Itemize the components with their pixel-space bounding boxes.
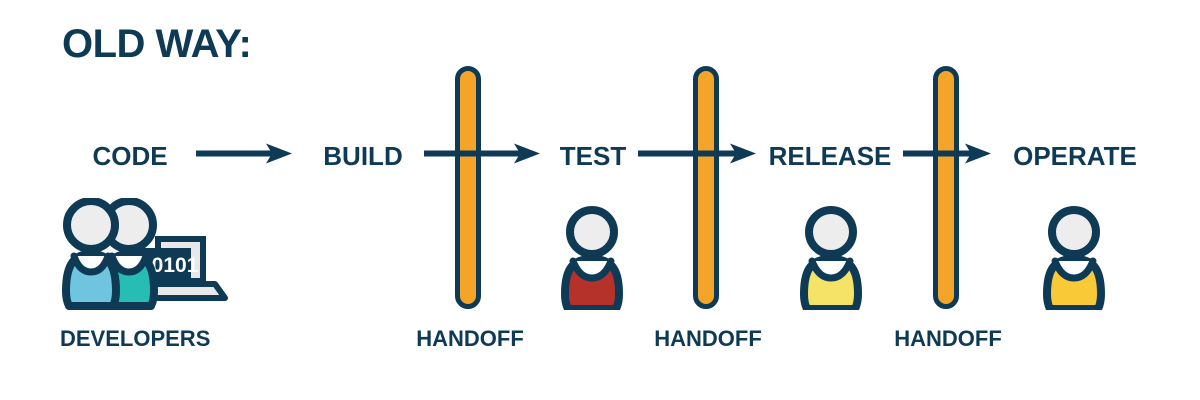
developers-figure-group: 10101	[58, 197, 230, 315]
caption-handoff-1: HANDOFF	[416, 326, 524, 351]
stage-label-build: BUILD	[323, 141, 403, 171]
page-title: OLD WAY:	[62, 22, 252, 66]
caption-developers: DEVELOPERS	[60, 326, 211, 351]
handoff-barrier-1	[455, 66, 481, 309]
caption-handoff-2: HANDOFF	[654, 326, 762, 351]
handoff-barrier-3	[933, 66, 959, 309]
stage-label-release: RELEASE	[768, 141, 892, 171]
arrow-code-to-build	[196, 141, 292, 172]
caption-handoff-3: HANDOFF	[894, 326, 1002, 351]
operator-figure	[1038, 206, 1110, 315]
handoff-barrier-2	[693, 66, 719, 309]
releaser-figure	[795, 206, 867, 315]
tester-figure	[556, 206, 628, 315]
arrow-build-to-test	[424, 141, 540, 172]
stage-label-code: CODE	[92, 141, 168, 171]
developer-figure-1	[62, 197, 120, 310]
arrow-release-to-operate	[903, 141, 991, 172]
stage-label-test: TEST	[559, 141, 627, 171]
arrow-test-to-release	[638, 141, 756, 172]
stage-label-operate: OPERATE	[1013, 141, 1137, 171]
